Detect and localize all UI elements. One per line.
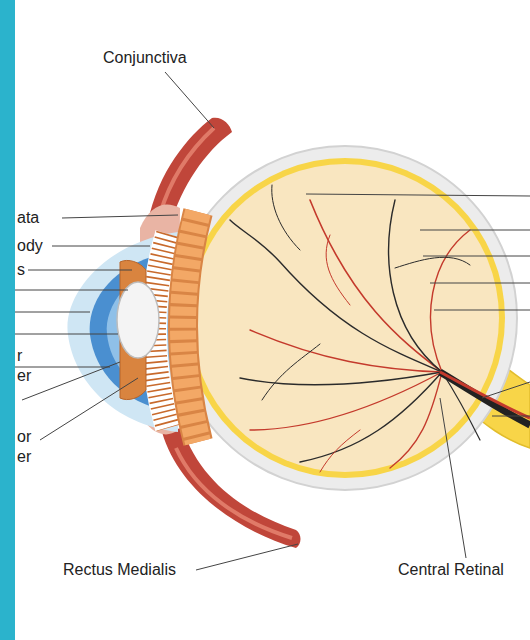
artery — [250, 372, 442, 430]
ora-serrata — [183, 212, 198, 442]
leader-lines — [15, 72, 530, 570]
central-vein — [440, 372, 530, 425]
leader-line — [306, 194, 530, 196]
leader-line — [420, 230, 530, 231]
cornea — [67, 232, 178, 432]
leader-line — [165, 72, 214, 128]
leader-line — [423, 256, 530, 257]
leader-line — [430, 283, 530, 284]
leader-line — [40, 378, 138, 440]
part-label: ody — [17, 236, 43, 256]
leader-line — [434, 310, 530, 311]
leader-line — [15, 334, 118, 335]
artery — [390, 372, 442, 468]
part-label: Conjunctiva — [103, 48, 187, 68]
vein — [230, 220, 442, 372]
leader-line — [15, 290, 128, 291]
side-bar — [0, 0, 15, 640]
leader-line — [492, 416, 530, 417]
part-label: s — [17, 260, 25, 280]
vein — [395, 257, 470, 268]
part-label: Rectus Medialis — [63, 560, 176, 580]
leader-line — [62, 215, 178, 218]
vein — [272, 185, 300, 250]
part-label: or er — [17, 427, 37, 467]
part-label: r er — [17, 346, 37, 386]
artery — [326, 235, 350, 305]
part-label: ata — [17, 208, 39, 228]
vein — [262, 344, 320, 400]
leader-line — [52, 246, 150, 247]
artery — [320, 430, 360, 472]
leader-line — [440, 398, 466, 558]
retina — [191, 164, 499, 472]
leader-line — [196, 544, 298, 570]
vein — [240, 372, 442, 385]
artery — [310, 200, 442, 372]
lens — [117, 282, 159, 358]
leader-line — [482, 382, 530, 398]
retinal-vessels — [230, 185, 480, 472]
part-label: Central Retinal — [398, 560, 504, 580]
artery — [250, 330, 442, 372]
vein — [300, 372, 442, 462]
leader-line — [22, 362, 120, 400]
muscle-highlight — [160, 128, 214, 214]
leader-line — [28, 270, 132, 271]
artery — [431, 230, 470, 372]
choroid — [185, 158, 505, 478]
ciliary-base — [183, 212, 198, 442]
rectus-muscle — [162, 428, 301, 548]
sclera — [173, 146, 517, 490]
leader-line — [15, 312, 90, 313]
central-artery — [440, 372, 530, 418]
muscle-highlight — [176, 448, 292, 538]
